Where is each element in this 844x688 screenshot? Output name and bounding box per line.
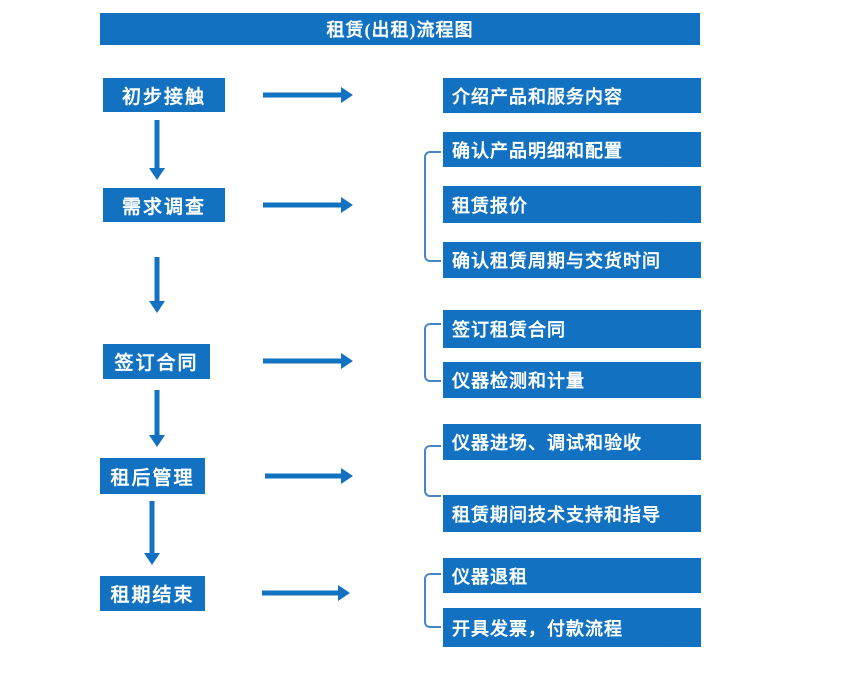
arrow-stem [154,390,160,436]
arrow-stem [263,358,342,364]
arrow-head-icon [338,585,350,601]
arrow-stem [265,473,342,479]
detail-box-confirm-product-config: 确认产品明细和配置 [443,132,701,167]
detail-box-rental-quotation: 租赁报价 [443,186,701,223]
arrow-stem [263,202,342,208]
detail-box-introduce-products: 介绍产品和服务内容 [443,78,701,113]
right-arrow-5 [262,585,350,601]
step-box-initial-contact: 初步接触 [103,78,225,112]
group-bracket-post-rental [424,445,441,497]
arrow-head-icon [341,87,353,103]
down-arrow-4 [144,501,160,565]
right-arrow-1 [263,87,353,103]
detail-box-technical-support: 租赁期间技术支持和指导 [443,495,701,532]
down-arrow-1 [149,120,165,180]
arrow-head-icon [341,353,353,369]
detail-box-instrument-setup-acceptance: 仪器进场、调试和验收 [443,424,701,460]
right-arrow-2 [263,197,353,213]
arrow-stem [154,120,160,169]
arrow-head-icon [149,435,165,447]
arrow-stem [263,92,342,98]
down-arrow-2 [149,257,165,313]
arrow-head-icon [144,553,160,565]
down-arrow-3 [149,390,165,447]
group-bracket-needs-survey [424,151,441,262]
detail-box-instrument-return: 仪器退租 [443,558,701,593]
arrow-stem [154,257,160,302]
step-box-post-rental-management: 租后管理 [100,458,205,494]
step-box-sign-contract: 签订合同 [103,344,210,379]
arrow-head-icon [341,197,353,213]
arrow-head-icon [149,168,165,180]
arrow-stem [149,501,155,554]
arrow-head-icon [149,301,165,313]
right-arrow-3 [263,353,353,369]
right-arrow-4 [265,468,353,484]
step-box-rental-end: 租期结束 [100,576,205,611]
arrow-stem [262,590,339,596]
group-bracket-rental-end [424,573,441,628]
detail-box-invoice-payment: 开具发票，付款流程 [443,608,701,647]
detail-box-sign-rental-contract: 签订租赁合同 [443,310,701,348]
detail-box-confirm-period-delivery: 确认租赁周期与交货时间 [443,242,701,278]
arrow-head-icon [341,468,353,484]
step-box-needs-survey: 需求调查 [103,188,225,222]
detail-box-instrument-inspection: 仪器检测和计量 [443,362,701,398]
flowchart-title: 租赁(出租)流程图 [100,13,700,45]
group-bracket-sign-contract [424,323,441,382]
